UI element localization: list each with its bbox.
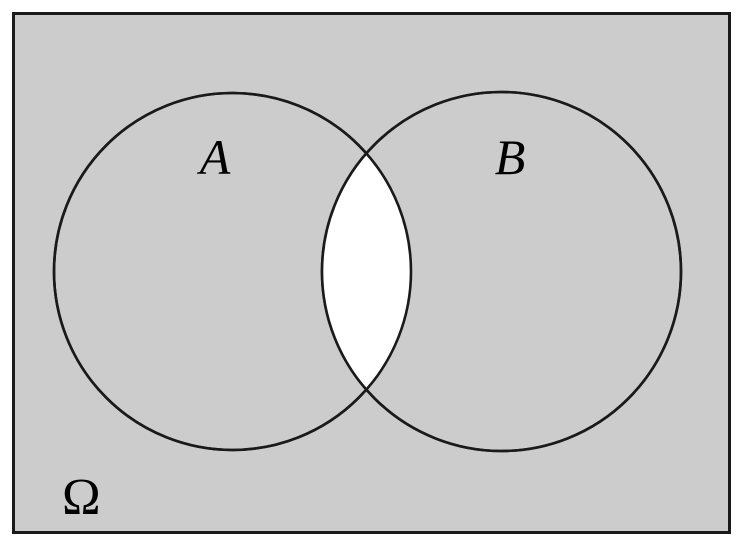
set-a-label: A bbox=[197, 129, 231, 185]
set-b-label: B bbox=[495, 129, 526, 185]
set-b-outline bbox=[320, 90, 683, 453]
universe-label-omega: Ω bbox=[62, 469, 101, 526]
set-a-outline bbox=[52, 91, 413, 452]
